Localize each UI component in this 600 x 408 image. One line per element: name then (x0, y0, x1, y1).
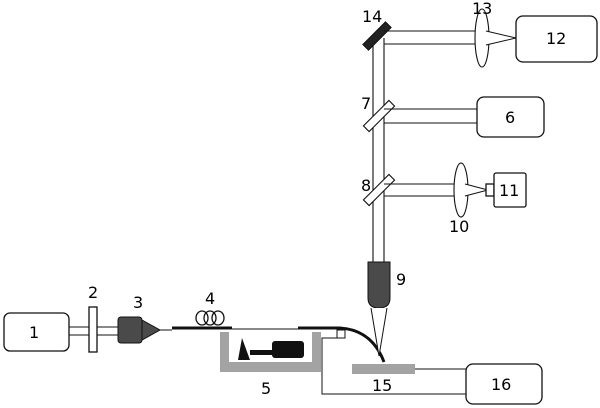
component-9-focus-cone (370, 307, 388, 357)
label-14: 14 (362, 7, 382, 26)
label-13: 13 (472, 0, 492, 18)
label-11: 11 (499, 181, 519, 200)
component-5-stage (220, 332, 321, 372)
label-5: 5 (261, 379, 271, 398)
fiber-probe-segment (298, 326, 386, 363)
component-8-splitter (362, 173, 396, 207)
component-15-sample (352, 364, 415, 374)
component-13-focus (485, 30, 517, 46)
component-5-rod (250, 350, 274, 355)
label-6: 6 (505, 108, 515, 127)
component-2-plate (88, 306, 98, 353)
label-1: 1 (29, 323, 39, 342)
label-8: 8 (361, 176, 371, 195)
component-16-box (465, 363, 543, 405)
label-3: 3 (133, 293, 143, 312)
component-9-objective (367, 261, 391, 309)
component-3-coupler-cone (141, 319, 162, 341)
component-1-box (3, 312, 70, 352)
label-12: 12 (546, 29, 566, 48)
component-4-fiber-coil (195, 310, 225, 326)
label-4: 4 (205, 289, 215, 308)
component-10-focus (464, 183, 490, 197)
component-12-box (515, 15, 598, 63)
component-11-box (493, 172, 527, 208)
probe-holder (336, 329, 346, 339)
label-10: 10 (449, 217, 469, 236)
label-15: 15 (372, 376, 392, 395)
component-3-coupler-body (117, 316, 143, 344)
component-5-cone (238, 338, 250, 360)
component-5-block (272, 341, 304, 358)
label-16: 16 (491, 375, 511, 394)
label-7: 7 (361, 94, 371, 113)
label-9: 9 (396, 270, 406, 289)
component-14-mirror (362, 21, 392, 51)
probe-wire (321, 337, 466, 395)
label-2: 2 (88, 283, 98, 302)
component-7-splitter (362, 99, 396, 133)
component-11-port (485, 183, 495, 197)
component-6-box (476, 96, 545, 138)
